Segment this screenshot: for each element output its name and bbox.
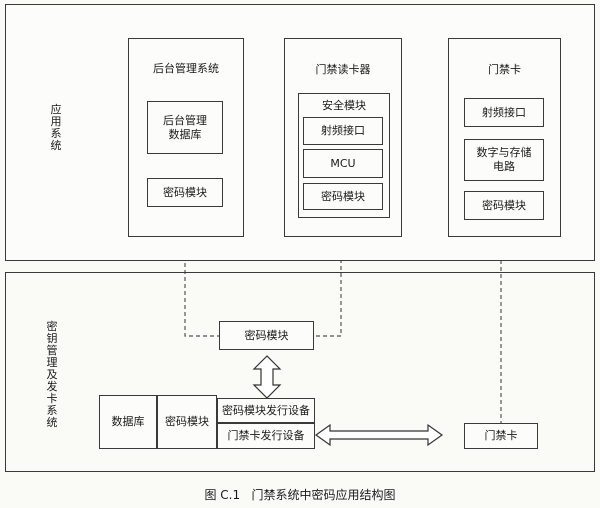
backend-system-title: 后台管理系统 [153, 62, 219, 75]
card-title: 门禁卡 [488, 63, 521, 76]
backend-database-box: 后台管理 数据库 [147, 101, 223, 154]
card-digital-storage-label: 数字与存储 电路 [476, 146, 532, 173]
issuing-crypto-module-box: 密码模块 [157, 395, 217, 449]
card-digital-storage-box: 数字与存储 电路 [464, 139, 544, 181]
figure-caption: 图 C.1 门禁系统中密码应用结构图 [204, 488, 396, 502]
reader-crypto-module-label: 密码模块 [321, 189, 365, 203]
reader-mcu-label: MCU [330, 156, 356, 170]
database-label: 数据库 [111, 415, 145, 428]
card-crypto-module-label: 密码模块 [482, 198, 526, 212]
double-arrow-horizontal [314, 423, 444, 447]
crypto-module-issuer-box: 密码模块发行设备 [217, 398, 315, 423]
reader-title: 门禁读卡器 [315, 63, 371, 76]
issued-card-box: 门禁卡 [464, 423, 538, 449]
secure-module-title: 安全模块 [322, 99, 366, 112]
database-box: 数据库 [99, 395, 157, 449]
issuing-crypto-module-label: 密码模块 [165, 415, 209, 428]
center-crypto-module-box: 密码模块 [219, 321, 314, 350]
key-management-label: 密钥管理及发卡系统 [46, 320, 58, 429]
crypto-module-issuer-label: 密码模块发行设备 [222, 403, 310, 417]
backend-database-label: 后台管理 数据库 [163, 113, 207, 141]
link-backend-to-center [184, 228, 219, 337]
reader-rf-interface-box: 射频接口 [303, 117, 383, 145]
card-rf-interface-box: 射频接口 [464, 98, 544, 127]
application-system-label: 应用系统 [50, 103, 62, 152]
center-crypto-module-label: 密码模块 [244, 328, 289, 342]
issued-card-label: 门禁卡 [484, 429, 518, 442]
reader-crypto-module-box: 密码模块 [303, 183, 383, 210]
card-rf-interface-label: 射频接口 [482, 105, 526, 119]
backend-crypto-module-box: 密码模块 [147, 178, 223, 207]
backend-crypto-module-label: 密码模块 [163, 185, 207, 199]
reader-mcu-box: MCU [303, 149, 383, 178]
card-crypto-module-box: 密码模块 [464, 191, 544, 220]
reader-rf-interface-label: 射频接口 [321, 124, 365, 137]
key-management-region [5, 272, 595, 472]
card-issuer-box: 门禁卡发行设备 [217, 423, 315, 449]
card-issuer-label: 门禁卡发行设备 [227, 429, 305, 442]
